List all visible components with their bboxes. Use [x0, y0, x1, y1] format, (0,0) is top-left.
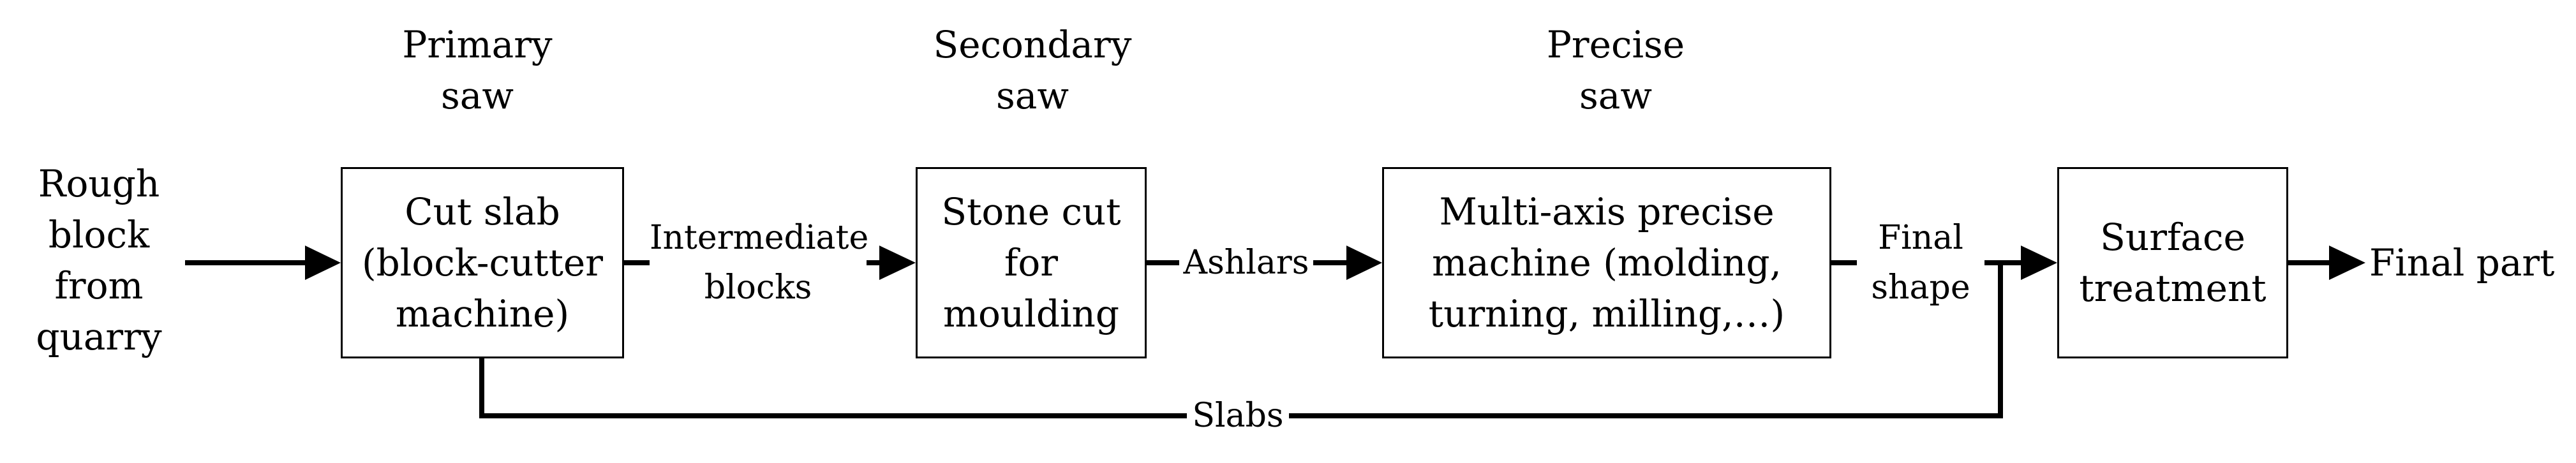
output-label: Final part: [2369, 241, 2555, 284]
cut-slab-box: Cut slab (block-cutter machine): [341, 167, 624, 358]
ashlars-label: Ashlars: [1179, 238, 1313, 288]
input-label: Rough block from quarry: [36, 162, 162, 358]
stone-cut-box: Stone cut for moulding: [916, 167, 1147, 358]
stone-cut-text: Stone cut for moulding: [941, 190, 1121, 335]
multi-axis-machine-text: Multi-axis precise machine (molding, tur…: [1428, 190, 1785, 335]
surface-treatment-text: Surface treatment: [2079, 216, 2267, 310]
intermediate-blocks-label: Intermediate blocks: [650, 213, 868, 312]
arrowhead-intermediate: [879, 246, 916, 280]
final-shape-label: Final shape: [1857, 213, 1984, 312]
arrowhead-input: [305, 246, 341, 280]
cut-slab-text: Cut slab (block-cutter machine): [362, 190, 603, 335]
slabs-label: Slabs: [1187, 391, 1289, 441]
precise-saw-label: Precise saw: [1546, 23, 1685, 117]
primary-saw-label: Primary saw: [402, 23, 553, 117]
arrowhead-ashlars: [1346, 246, 1382, 280]
arrowhead-final-shape: [2021, 246, 2057, 280]
surface-treatment-box: Surface treatment: [2057, 167, 2288, 358]
multi-axis-machine-box: Multi-axis precise machine (molding, tur…: [1382, 167, 1831, 358]
arrowhead-output: [2329, 246, 2365, 280]
secondary-saw-label: Secondary saw: [933, 23, 1132, 117]
